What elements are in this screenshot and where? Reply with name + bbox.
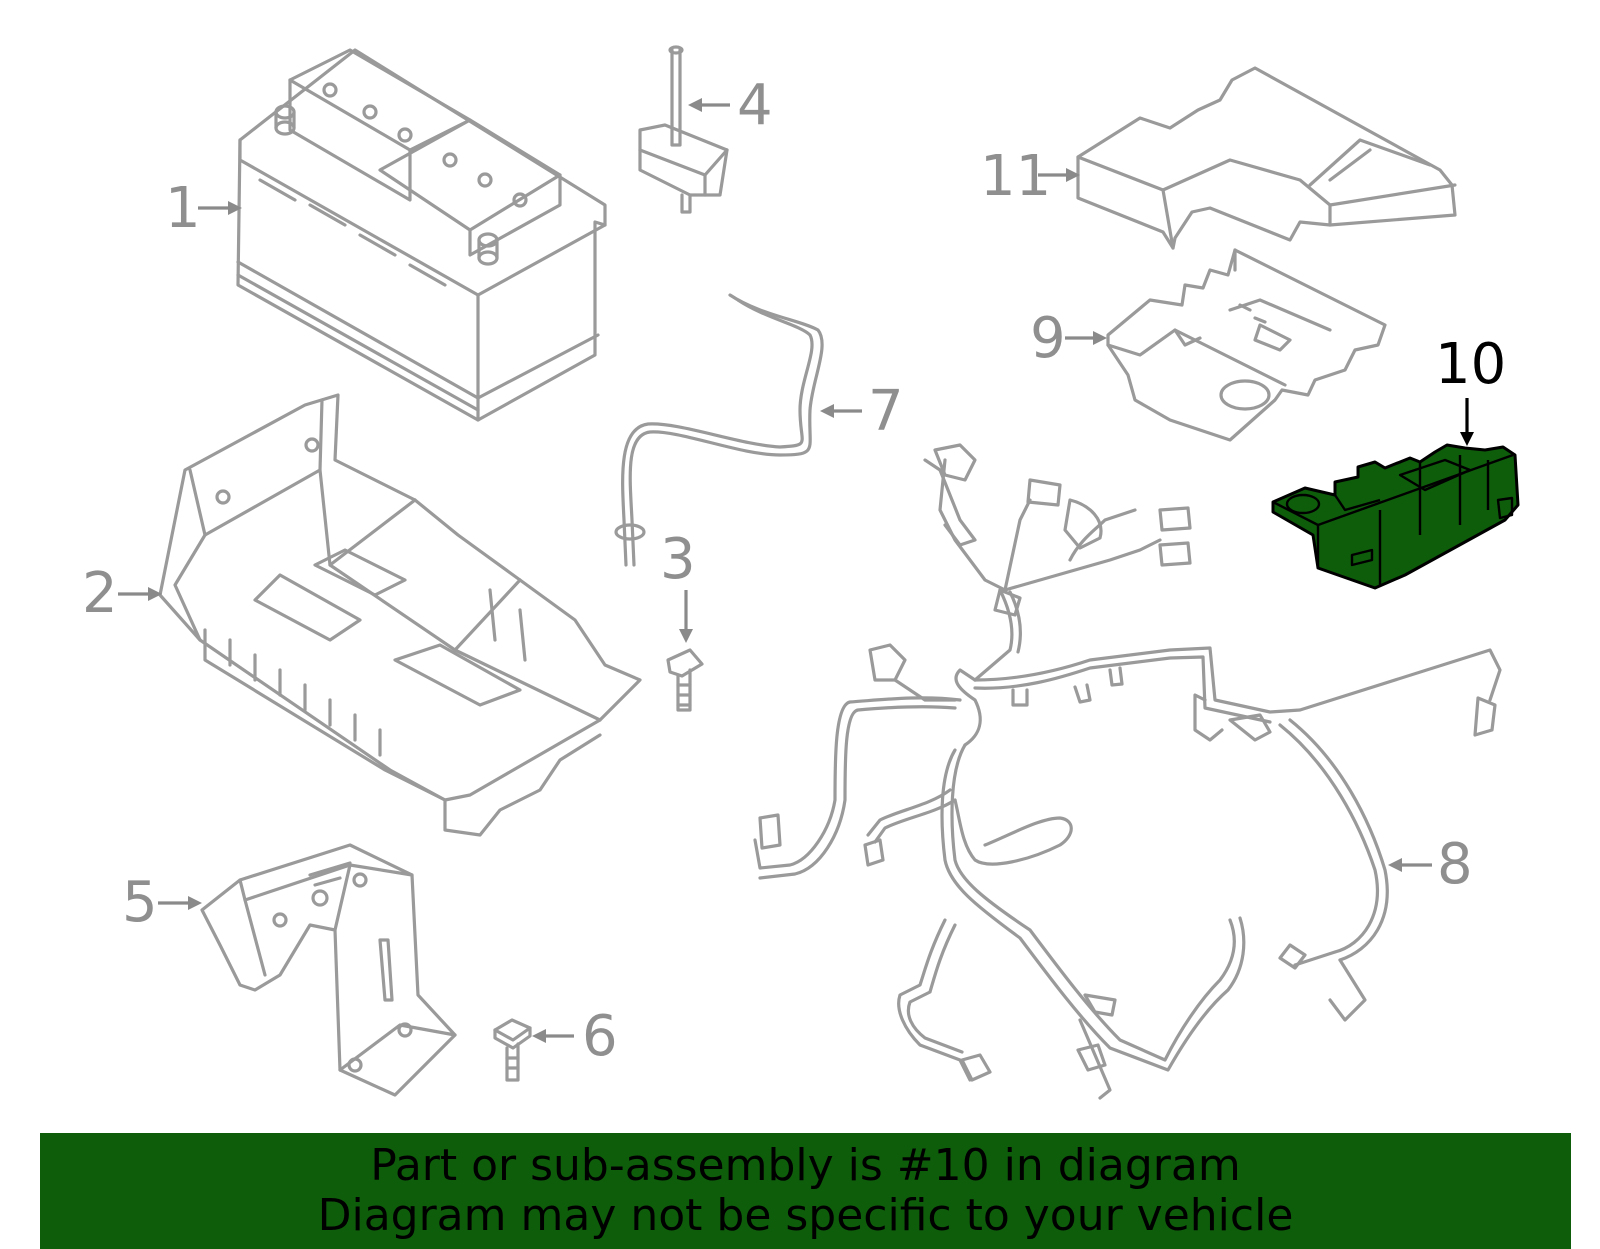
callout-8: 8 <box>1388 832 1473 897</box>
callout-9: 9 <box>1030 306 1107 371</box>
callout-6: 6 <box>532 1004 618 1069</box>
battery-cover-part <box>1106 248 1387 442</box>
svg-text:3: 3 <box>660 527 696 592</box>
vent-tube-part <box>614 293 824 567</box>
banner-line-disclaimer: Diagram may not be specific to your vehi… <box>317 1190 1294 1241</box>
hold-down-part <box>638 45 729 214</box>
callout-4: 4 <box>688 73 773 138</box>
callout-5: 5 <box>122 870 202 935</box>
callout-3: 3 <box>660 527 696 643</box>
svg-text:4: 4 <box>737 73 773 138</box>
svg-text:8: 8 <box>1437 832 1473 897</box>
top-cover-part <box>1076 66 1457 250</box>
svg-text:1: 1 <box>165 176 201 241</box>
wiring-harness-part <box>753 443 1502 1100</box>
callout-11: 11 <box>980 144 1080 209</box>
battery-part <box>236 48 607 422</box>
callout-10: 10 <box>1435 332 1506 446</box>
battery-tray-part <box>158 393 642 837</box>
highlighted-part-10 <box>1271 443 1520 590</box>
bracket-part <box>200 843 457 1097</box>
banner-line-part-number: Part or sub-assembly is #10 in diagram <box>370 1140 1241 1191</box>
svg-text:2: 2 <box>82 561 118 626</box>
callout-1: 1 <box>165 176 242 241</box>
svg-text:6: 6 <box>582 1004 618 1069</box>
bolt-part-3 <box>666 648 704 712</box>
svg-text:9: 9 <box>1030 306 1066 371</box>
svg-text:10: 10 <box>1435 332 1506 397</box>
bolt-part-6 <box>493 1018 532 1082</box>
callout-7: 7 <box>820 379 904 444</box>
svg-text:5: 5 <box>122 870 158 935</box>
info-banner: Part or sub-assembly is #10 in diagram D… <box>40 1133 1571 1249</box>
svg-text:7: 7 <box>868 379 904 444</box>
callout-2: 2 <box>82 561 162 626</box>
